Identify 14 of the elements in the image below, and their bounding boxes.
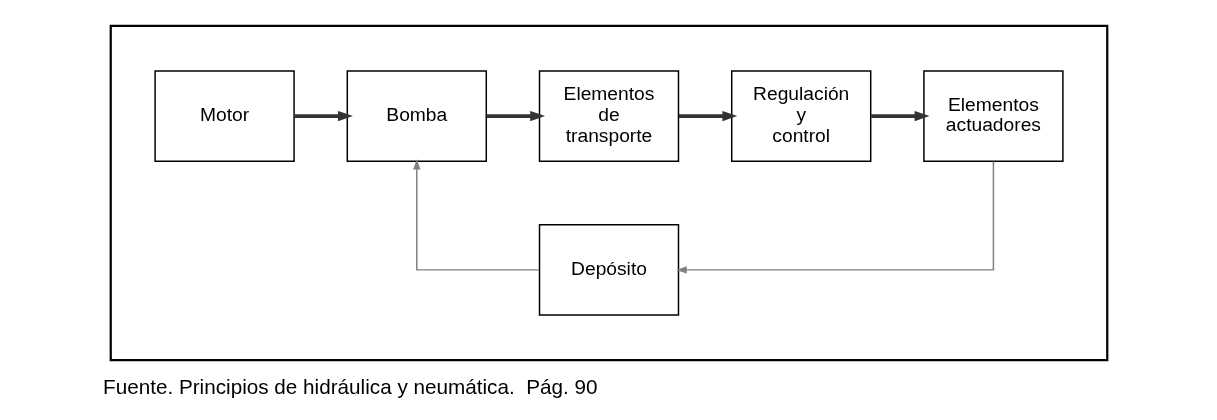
arrow bbox=[678, 110, 737, 122]
node-box: Regulación y control bbox=[730, 70, 871, 162]
cluster bbox=[109, 24, 1108, 362]
node-box: Elementos de transporte bbox=[538, 70, 679, 162]
node-box: Depósito bbox=[538, 224, 679, 316]
node-box: Elementos actuadores bbox=[922, 70, 1064, 162]
arrow bbox=[412, 159, 540, 271]
node-box: Bomba bbox=[346, 70, 487, 162]
arrow bbox=[870, 110, 929, 122]
node-box: Motor bbox=[153, 70, 295, 162]
arrow bbox=[486, 110, 545, 122]
arrow bbox=[675, 160, 994, 274]
caption: Fuente. Principios de hidráulica y neumática. Pág. 90 bbox=[102, 375, 597, 399]
arrow bbox=[294, 110, 353, 122]
